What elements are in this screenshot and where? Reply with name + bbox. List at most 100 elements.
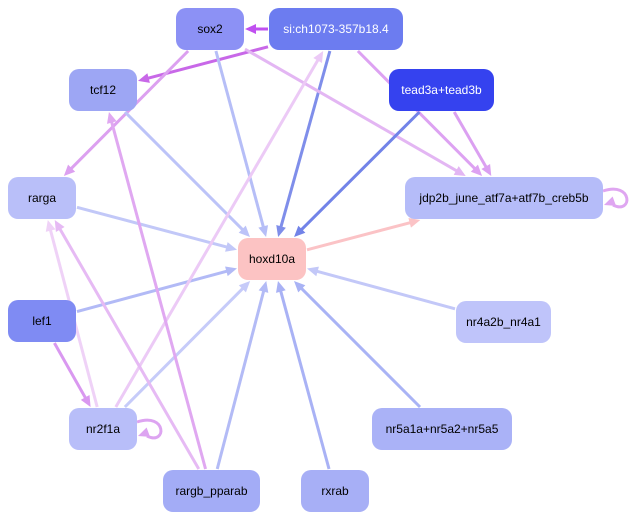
node-sox2[interactable]: sox2 <box>176 8 244 50</box>
edge-arrowhead <box>45 220 56 232</box>
edge-arrowhead <box>307 266 319 277</box>
edge-rargb-to-rarga <box>54 220 201 470</box>
edge-arrowhead <box>276 225 286 237</box>
node-rargb[interactable]: rargb_pparab <box>163 470 260 512</box>
edge-arrowhead <box>258 225 269 237</box>
node-label: sox2 <box>197 22 223 36</box>
edge-line <box>299 110 421 232</box>
node-box <box>456 301 551 343</box>
edge-tcf12-to-hoxd10a <box>123 110 250 237</box>
node-box <box>176 8 244 50</box>
edge-arrowhead <box>408 217 421 228</box>
edge-rxrab-to-hoxd10a <box>276 281 331 470</box>
edge-rarga-to-hoxd10a <box>76 205 237 252</box>
node-box <box>238 238 306 280</box>
edge-arrowhead <box>80 394 91 407</box>
edge-line <box>123 110 245 232</box>
edge-nr4a2b-to-hoxd10a <box>307 266 456 311</box>
edge-line <box>214 50 266 229</box>
edge-arrowhead <box>138 427 151 437</box>
edge-arrowhead <box>225 266 237 277</box>
edge-arrowhead <box>470 164 483 176</box>
node-box <box>8 300 76 342</box>
node-label: jdp2b_june_atf7a+atf7b_creb5b <box>418 191 588 205</box>
edge-line <box>244 47 459 173</box>
edge-line <box>114 58 320 408</box>
edge-arrowhead <box>276 281 286 293</box>
edge-line <box>279 50 332 229</box>
node-box <box>372 408 512 450</box>
node-box <box>163 470 260 512</box>
edge-line <box>53 342 88 400</box>
node-hoxd10a[interactable]: hoxd10a <box>238 238 306 280</box>
edge-arrowhead <box>258 281 269 293</box>
node-label: tead3a+tead3b <box>401 83 482 97</box>
node-rxrab[interactable]: rxrab <box>301 470 369 512</box>
edge-line <box>76 205 229 249</box>
edge-line <box>278 289 331 470</box>
node-box <box>69 408 137 450</box>
edge-line <box>123 286 245 409</box>
node-label: rxrab <box>321 484 349 498</box>
edge-hoxd10a-to-jdp2b <box>306 217 421 252</box>
node-jdp2b[interactable]: jdp2b_june_atf7a+atf7b_creb5b <box>405 177 603 219</box>
edge-line <box>306 220 413 252</box>
node-box <box>389 69 494 111</box>
node-lef1[interactable]: lef1 <box>8 300 76 342</box>
edge-sox2-to-hoxd10a <box>214 50 269 237</box>
node-label: nr2f1a <box>86 422 120 436</box>
edge-arrowhead <box>294 225 306 237</box>
edge-si-to-hoxd10a <box>276 50 332 237</box>
node-tcf12[interactable]: tcf12 <box>69 69 137 111</box>
edge-arrowhead <box>294 281 306 293</box>
node-rarga[interactable]: rarga <box>8 177 76 219</box>
node-box <box>69 69 137 111</box>
node-si[interactable]: si:ch1073-357b18.4 <box>269 8 403 50</box>
node-box <box>8 177 76 219</box>
edge-line <box>136 418 163 440</box>
node-label: nr4a2b_nr4a1 <box>466 315 541 329</box>
node-label: nr5a1a+nr5a2+nr5a5 <box>386 422 499 436</box>
edge-arrowhead <box>238 225 250 237</box>
edge-arrowhead <box>138 73 150 83</box>
node-label: rarga <box>28 191 56 205</box>
edge-line <box>215 289 266 470</box>
edge-nr2f1a-to-hoxd10a <box>123 281 251 409</box>
node-label: rargb_pparab <box>175 484 247 498</box>
edge-line <box>299 286 422 409</box>
edge-line <box>109 120 207 470</box>
edge-nr2f1a-to-si <box>114 51 324 408</box>
edge-arrowhead <box>453 166 466 176</box>
node-box <box>301 470 369 512</box>
edge-jdp2b-to-jdp2b <box>602 187 629 209</box>
edge-line <box>602 187 629 209</box>
edge-si-to-sox2 <box>245 24 268 34</box>
edge-arrowhead <box>313 51 324 64</box>
edge-arrowhead <box>225 242 237 252</box>
node-tead3a[interactable]: tead3a+tead3b <box>389 69 494 111</box>
node-label: lef1 <box>32 314 52 328</box>
node-label: hoxd10a <box>249 252 295 266</box>
node-box <box>405 177 603 219</box>
edge-rargb-to-hoxd10a <box>215 281 269 470</box>
edge-tead3a-to-jdp2b <box>452 111 492 176</box>
node-nr4a2b[interactable]: nr4a2b_nr4a1 <box>456 301 551 343</box>
edge-arrowhead <box>63 164 76 176</box>
edge-arrowhead <box>238 281 251 293</box>
node-layer: sox2 si:ch1073-357b18.4 tcf12 tead3a+tead3b… <box>8 8 603 512</box>
node-label: tcf12 <box>90 83 116 97</box>
node-label: si:ch1073-357b18.4 <box>283 22 389 36</box>
node-box <box>269 8 403 50</box>
edge-nr5a1a-to-hoxd10a <box>294 281 422 409</box>
edge-line <box>315 269 456 311</box>
edge-tead3a-to-hoxd10a <box>294 110 421 237</box>
edge-line <box>452 111 489 169</box>
edge-arrowhead <box>54 220 65 233</box>
node-nr5a1a[interactable]: nr5a1a+nr5a2+nr5a5 <box>372 408 512 450</box>
edge-arrowhead <box>106 112 117 124</box>
edge-arrowhead <box>245 24 256 34</box>
node-nr2f1a[interactable]: nr2f1a <box>69 408 137 450</box>
edge-line <box>57 227 201 470</box>
edge-arrowhead <box>604 196 617 206</box>
